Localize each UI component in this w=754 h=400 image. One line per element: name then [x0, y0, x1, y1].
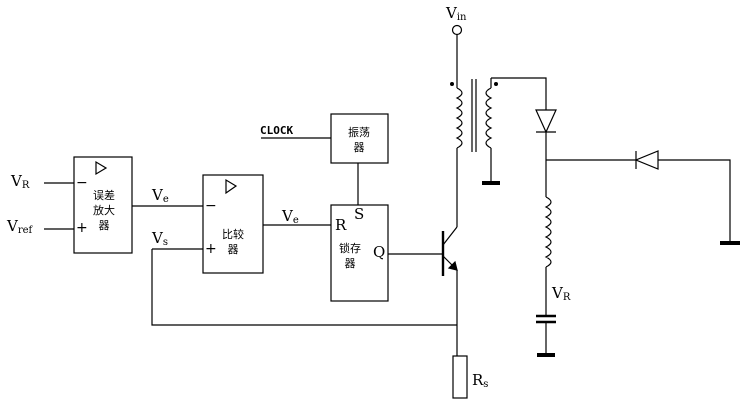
diode-d2 — [634, 150, 659, 170]
latch-s-label: S — [354, 205, 364, 223]
latch-q-label: Q — [373, 243, 385, 261]
error-amp-minus: − — [76, 175, 88, 191]
d2-ground-wire — [658, 159, 731, 242]
vr-input-label: VR — [10, 172, 30, 191]
latch-label-line2: 器 — [345, 257, 356, 270]
comparator-plus: + — [205, 241, 217, 257]
vin-label: Vin — [445, 4, 467, 23]
secondary-output-wire — [491, 77, 547, 110]
comparator-label-line2: 器 — [228, 243, 239, 256]
secondary-dot-icon — [494, 82, 498, 86]
output-inductor — [544, 196, 552, 268]
vref-input-label: Vref — [6, 217, 34, 236]
ground-icon — [482, 181, 500, 185]
ground-icon — [720, 241, 740, 245]
diode-d1 — [535, 109, 557, 134]
ve-label-2: Ve — [281, 207, 299, 226]
oscillator-label-line1: 振荡 — [348, 125, 370, 139]
feedback-wire — [151, 249, 457, 326]
latch-label-line1: 锁存 — [339, 241, 361, 255]
primary-winding — [455, 87, 463, 149]
vin-terminal-icon — [451, 24, 463, 36]
error-amp-plus: + — [76, 220, 88, 236]
comparator-block — [202, 174, 264, 274]
comparator-label-line1: 比较 — [222, 227, 244, 241]
ve-label-1: Ve — [151, 186, 169, 205]
comparator-minus: − — [205, 198, 217, 214]
comparator-triangle-icon — [225, 178, 238, 195]
transistor-collector-lead — [442, 226, 458, 246]
primary-dot-icon — [450, 82, 454, 86]
error-amplifier-block — [73, 156, 133, 254]
error-amp-label-line3: 器 — [99, 219, 110, 232]
oscillator-label-line2: 器 — [354, 141, 365, 154]
ground-icon — [537, 353, 555, 357]
error-amp-label-line2: 放大 — [93, 203, 115, 217]
emitter-arrow-icon — [447, 260, 458, 271]
clock-label: CLOCK — [260, 124, 293, 137]
secondary-winding — [485, 87, 493, 149]
error-amp-label-line1: 误差 — [93, 188, 115, 202]
vr-output-label: VR — [551, 284, 571, 303]
latch-r-label: R — [335, 216, 347, 234]
latch-block — [330, 204, 389, 302]
rs-resistor — [452, 355, 468, 399]
rs-label: Rs — [472, 371, 488, 390]
vs-label: Vs — [151, 229, 168, 248]
error-amp-triangle-icon — [95, 160, 108, 176]
